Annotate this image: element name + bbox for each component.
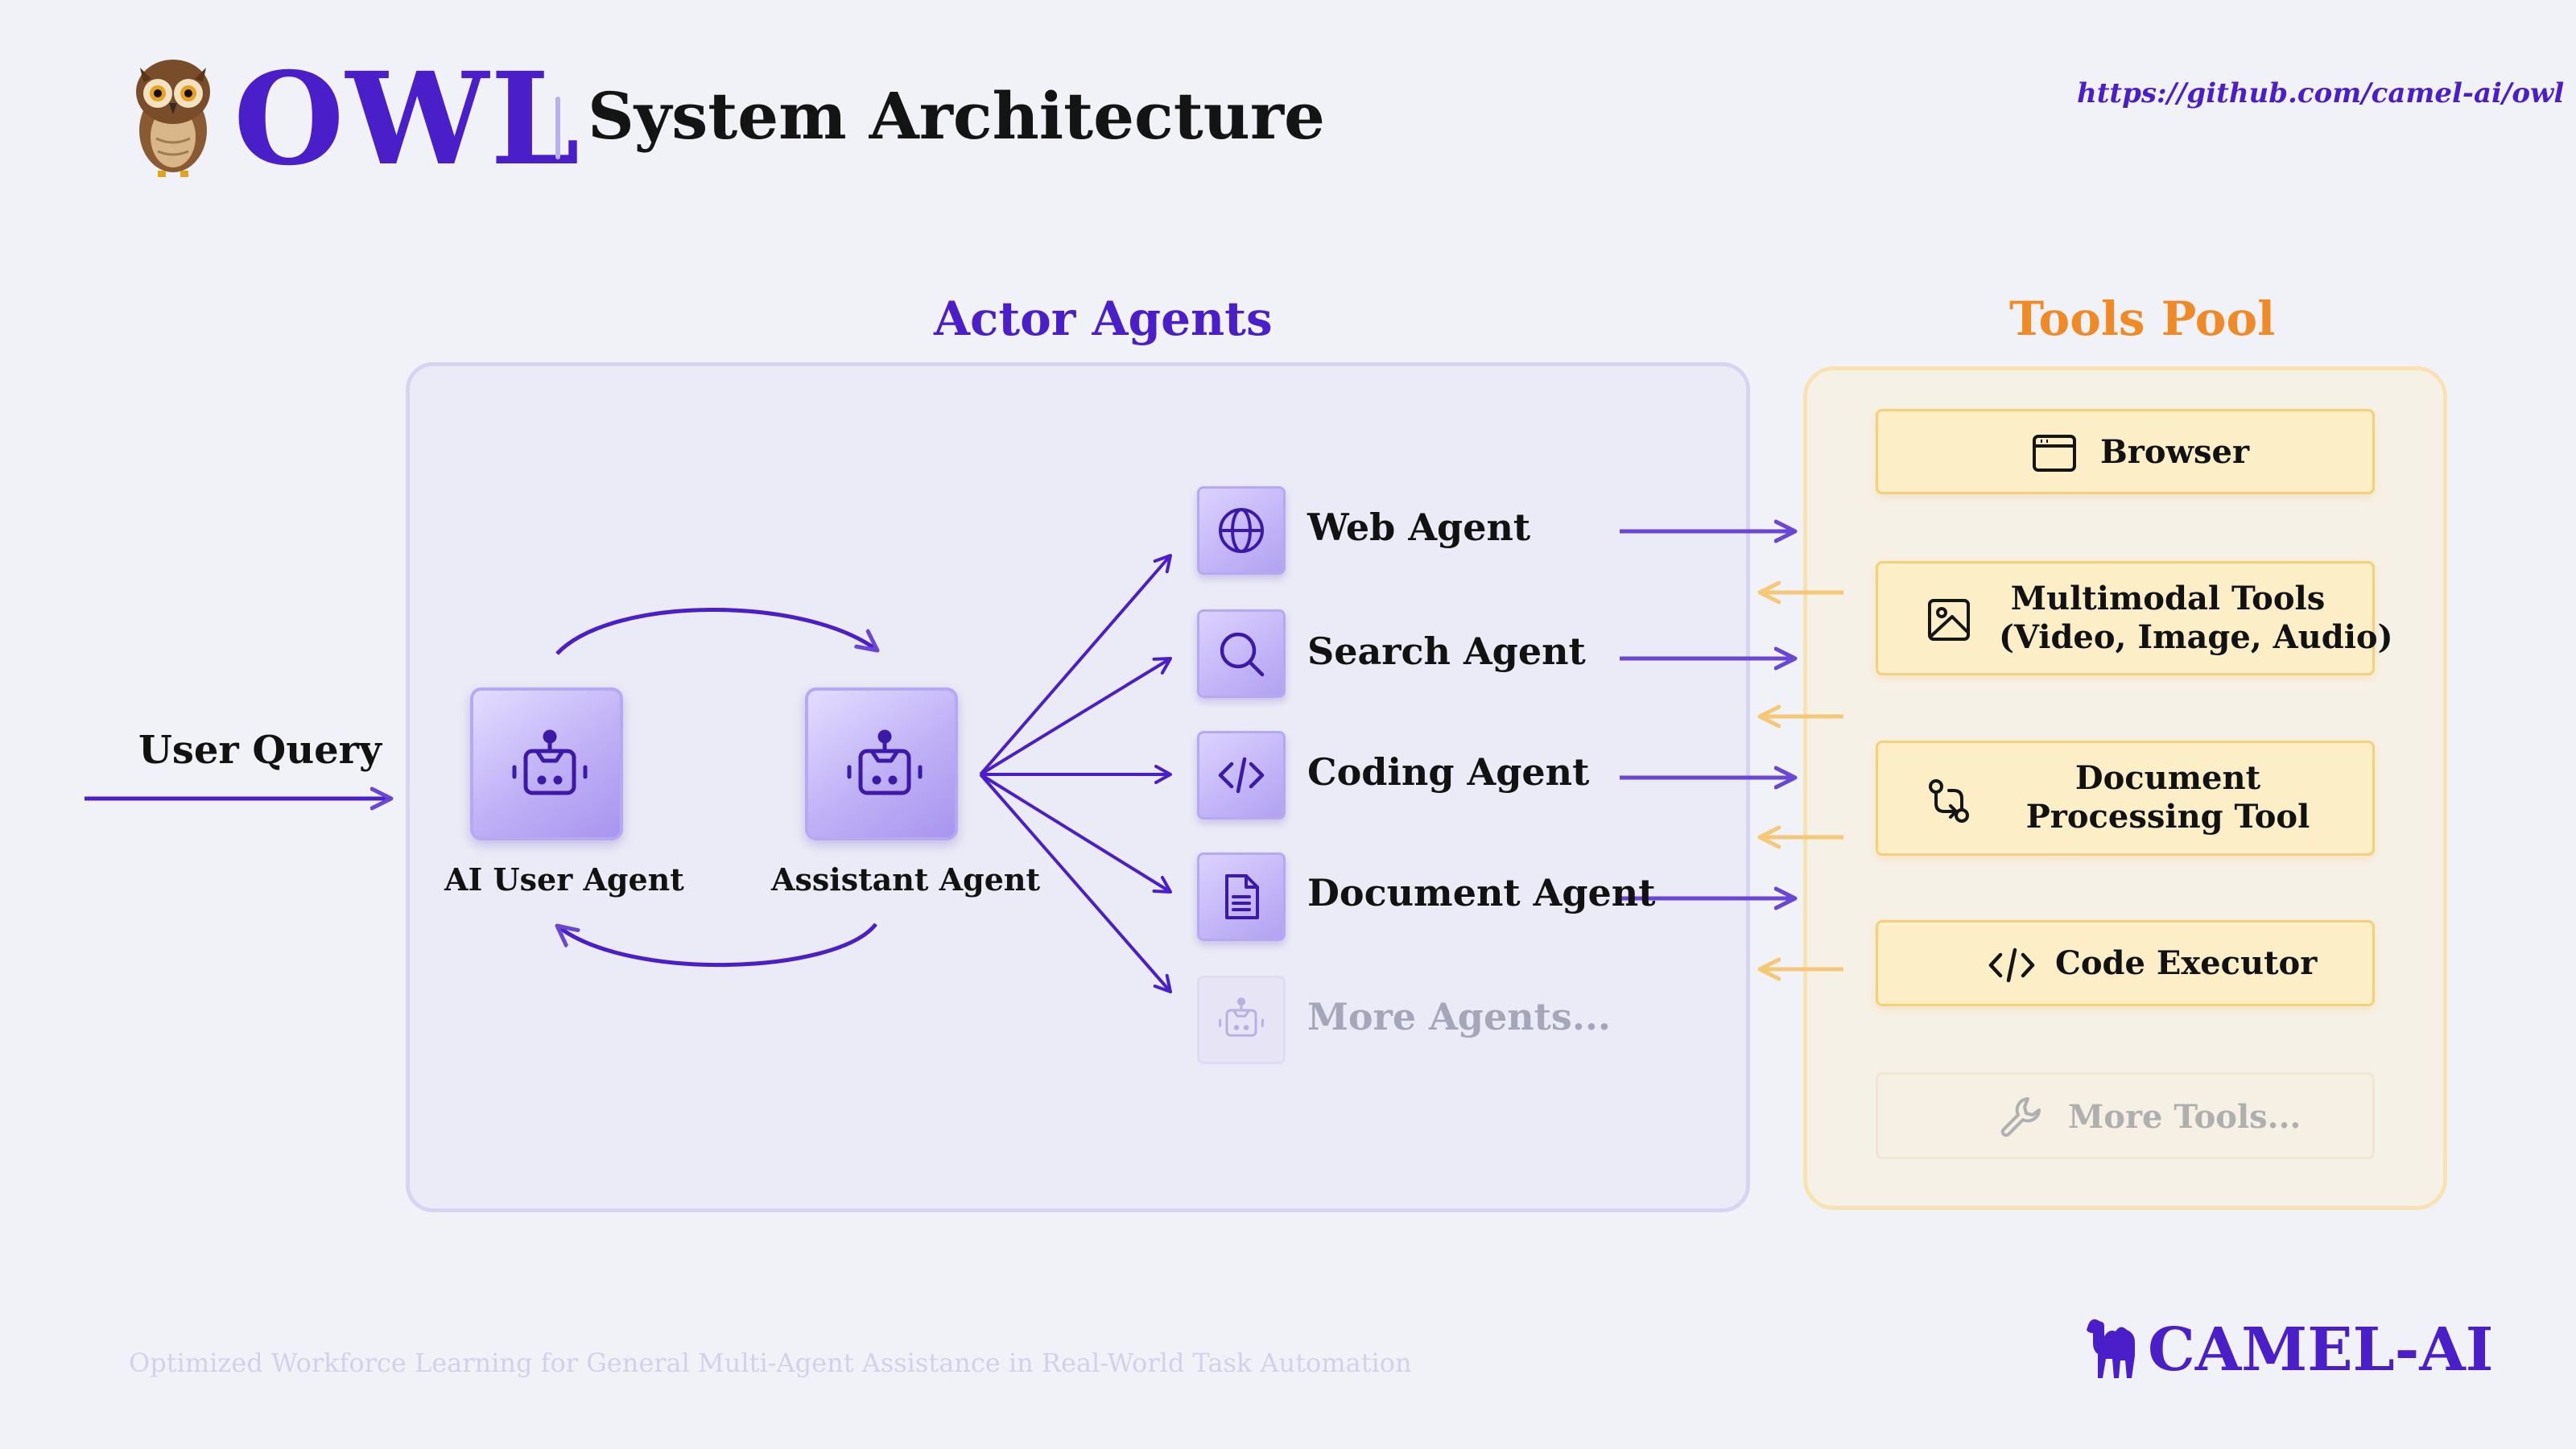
tool-document-sublabel: Processing Tool [2025, 798, 2310, 836]
robot-icon [847, 729, 923, 795]
title-divider [555, 97, 560, 159]
wrench-icon [2000, 1097, 2041, 1137]
tool-multimodal: Multimodal Tools (Video, Image, Audio) [1876, 561, 2393, 675]
document-icon [1225, 874, 1259, 919]
tool-document-label: Document [2074, 759, 2261, 797]
git-compare-icon [1929, 779, 1969, 823]
tool-browser: Browser [1876, 409, 2375, 494]
robot-icon [1219, 997, 1264, 1037]
page-title: System Architecture [588, 78, 1325, 154]
document-agent-label: Document Agent [1307, 871, 1656, 914]
ai-user-agent-label: AI User Agent [444, 861, 684, 898]
tool-multimodal-label: Multimodal Tools [2010, 580, 2326, 617]
brand-name: OWL [233, 45, 582, 194]
actor-agents-heading: Actor Agents [934, 291, 1273, 346]
tool-multimodal-sublabel: (Video, Image, Audio) [1999, 618, 2393, 656]
coding-agent-label: Coding Agent [1307, 750, 1590, 794]
assistant-agent-label: Assistant Agent [771, 861, 1041, 898]
tool-more-label: More Tools... [2068, 1098, 2301, 1136]
code-icon [1218, 757, 1265, 794]
robot-icon [512, 729, 588, 795]
search-icon [1220, 632, 1265, 677]
tool-code-executor: Code Executor [1876, 920, 2375, 1006]
document-agent-node [1197, 852, 1286, 941]
coding-agent-node [1197, 731, 1286, 819]
camel-icon [2083, 1314, 2145, 1378]
more-agents-node [1197, 976, 1286, 1064]
tool-code-executor-label: Code Executor [2055, 944, 2318, 982]
more-agents-label: More Agents... [1307, 995, 1611, 1038]
owl-logo [129, 50, 217, 179]
browser-window-icon [2033, 435, 2076, 472]
web-agent-node [1197, 486, 1286, 575]
repo-link[interactable]: https://github.com/camel-ai/owl [2077, 77, 2565, 109]
image-icon [1928, 599, 1970, 641]
search-agent-label: Search Agent [1307, 630, 1586, 673]
tool-browser-label: Browser [2100, 433, 2250, 471]
user-query-label: User Query [138, 728, 382, 773]
ai-user-agent-node [470, 687, 623, 840]
search-agent-node [1197, 609, 1286, 698]
globe-icon [1219, 508, 1264, 553]
assistant-agent-node [805, 687, 958, 840]
tagline: Optimized Workforce Learning for General… [129, 1348, 1412, 1378]
tool-more: More Tools... [1876, 1072, 2375, 1159]
web-agent-label: Web Agent [1307, 506, 1531, 549]
code-icon [1988, 947, 2035, 983]
camel-ai-brand: CAMEL-AI [2148, 1315, 2494, 1385]
tool-document-processing: Document Processing Tool [1876, 741, 2375, 856]
tools-pool-heading: Tools Pool [2009, 291, 2276, 346]
